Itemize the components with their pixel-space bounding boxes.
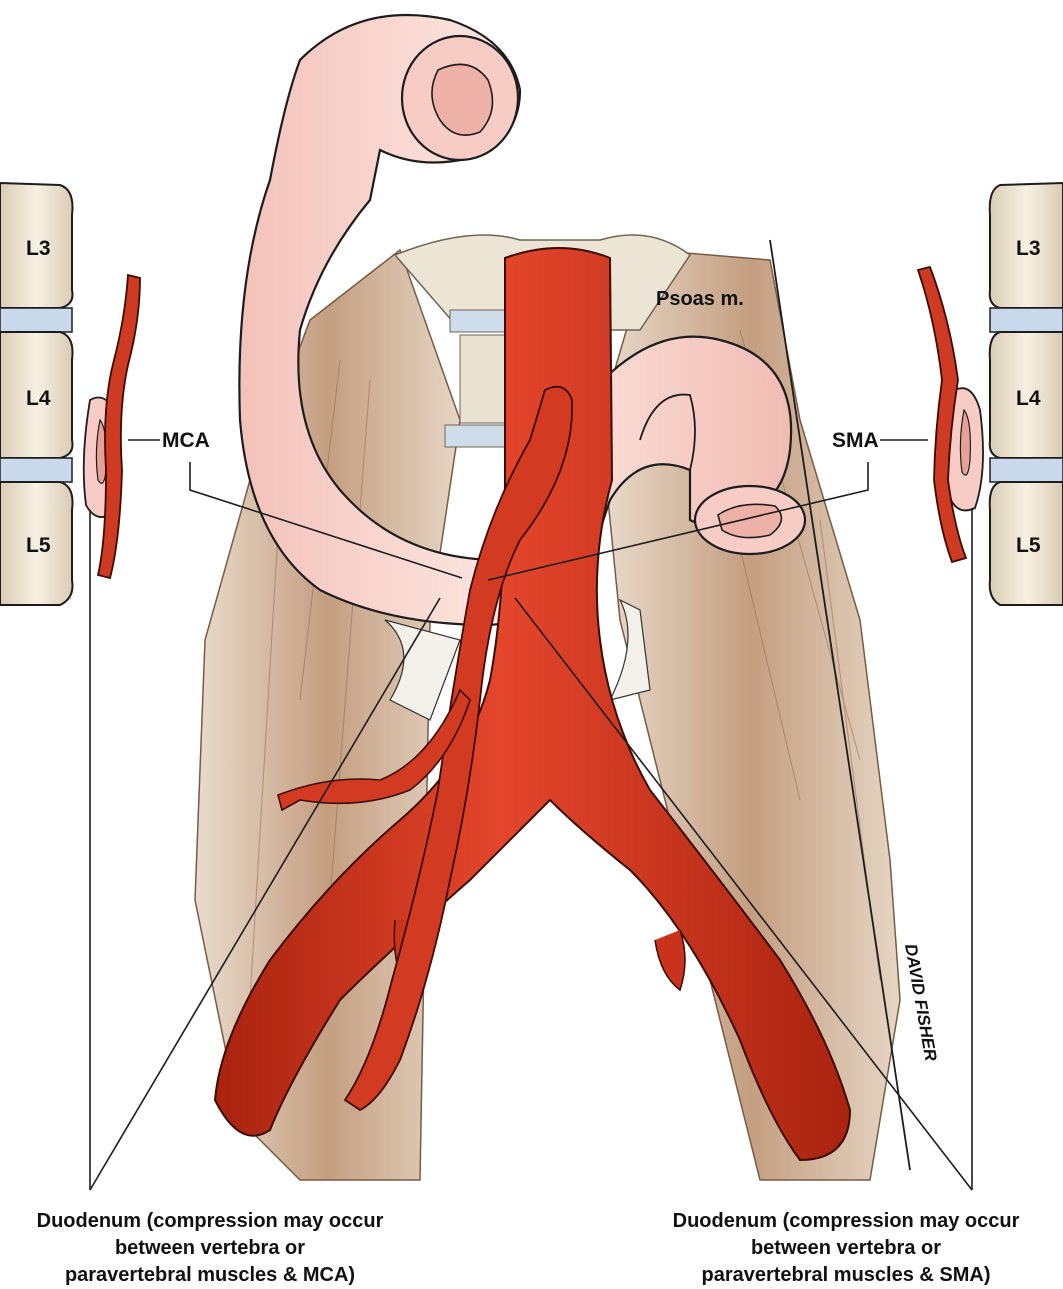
label-mca: MCA	[162, 429, 210, 452]
mesenteric-artery	[277, 385, 574, 1112]
label-sma: SMA	[832, 429, 879, 452]
duodenum	[238, 14, 807, 627]
right-spine-inset	[916, 181, 1063, 606]
label-l5-left: L5	[26, 534, 51, 557]
caption-right-line2: between vertebra or	[750, 1237, 942, 1259]
leader-lines	[89, 439, 973, 1191]
label-l5-right: L5	[1016, 534, 1041, 557]
label-l4-left: L4	[26, 387, 51, 410]
caption-right: Duodenum (compression may occur between …	[616, 1208, 1063, 1289]
artist-signature: DAVID FISHER	[901, 942, 940, 1063]
aorta	[213, 247, 852, 1162]
left-spine-inset	[0, 181, 141, 606]
label-l3-left: L3	[26, 237, 51, 260]
psoas-edge-line	[769, 239, 911, 1171]
label-l4-right: L4	[1016, 387, 1041, 410]
caption-left-line3: paravertebral muscles & MCA)	[64, 1264, 356, 1286]
caption-left-line1: Duodenum (compression may occur	[36, 1210, 384, 1232]
caption-left-line2: between vertebra or	[114, 1237, 306, 1259]
label-psoas: Psoas m.	[656, 288, 744, 310]
label-l3-right: L3	[1016, 237, 1041, 260]
caption-right-line1: Duodenum (compression may occur	[672, 1210, 1020, 1232]
caption-left: Duodenum (compression may occur between …	[0, 1208, 440, 1289]
caption-right-line3: paravertebral muscles & SMA)	[701, 1264, 991, 1286]
